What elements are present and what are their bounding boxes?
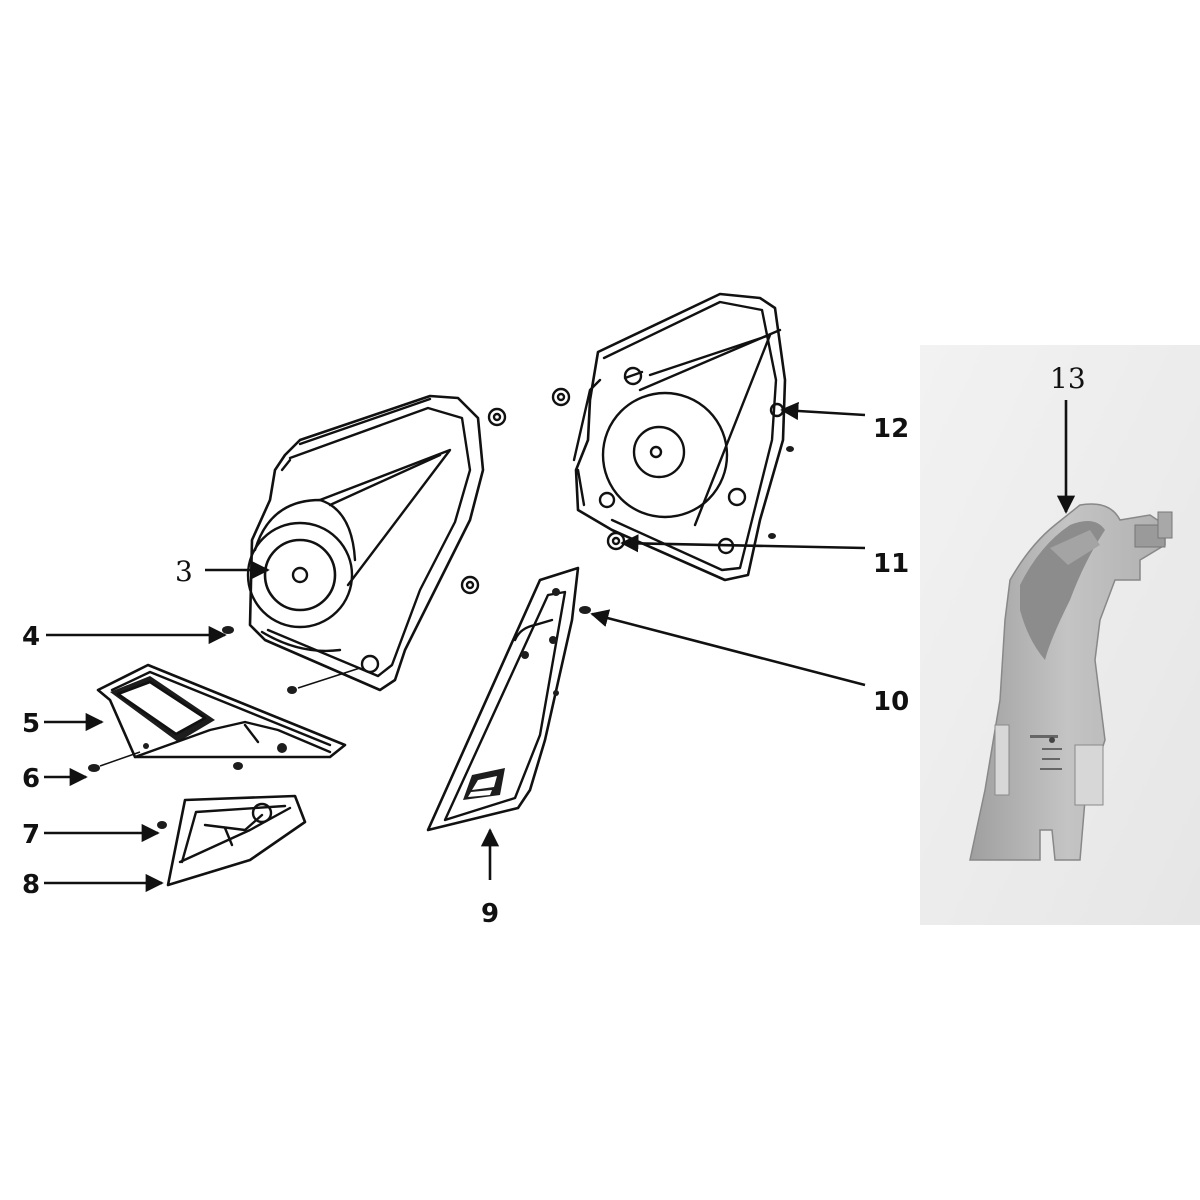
bolt-icon xyxy=(579,606,591,614)
bolt-icon xyxy=(88,764,100,772)
nut-icon xyxy=(606,531,626,551)
callout-arrow-10 xyxy=(590,609,866,687)
triangular-side-panel xyxy=(426,566,580,832)
callout-arrow-12 xyxy=(780,401,866,421)
callout-number-12: 12 xyxy=(873,414,909,444)
callout-arrow-11 xyxy=(620,534,866,553)
small-bracket xyxy=(166,794,307,887)
callout-number-5: 5 xyxy=(22,709,40,739)
left-chain-cover xyxy=(246,394,485,692)
callout-number-7: 7 xyxy=(22,820,40,850)
callout-number-4: 4 xyxy=(22,622,40,652)
bolt-icon xyxy=(222,626,234,634)
bolt-icon xyxy=(233,762,243,770)
nut-icon xyxy=(487,407,507,427)
bolt-icon xyxy=(287,686,297,694)
right-chain-cover xyxy=(572,292,794,582)
nut-icon xyxy=(551,387,571,407)
bolt-icon xyxy=(157,821,167,829)
guard-photo xyxy=(920,345,1200,925)
callout-number-9: 9 xyxy=(481,899,499,929)
callout-number-6: 6 xyxy=(22,764,40,794)
callout-number-8: 8 xyxy=(22,870,40,900)
nut-icon xyxy=(460,575,480,595)
bolt-leader-line xyxy=(99,751,141,767)
lower-guard xyxy=(96,663,347,759)
callout-number-10: 10 xyxy=(873,687,909,717)
callout-number-11: 11 xyxy=(873,549,909,579)
bolt-leader-line xyxy=(297,667,361,689)
callout-number-3: 3 xyxy=(175,555,193,588)
callout-number-13: 13 xyxy=(1050,362,1086,395)
